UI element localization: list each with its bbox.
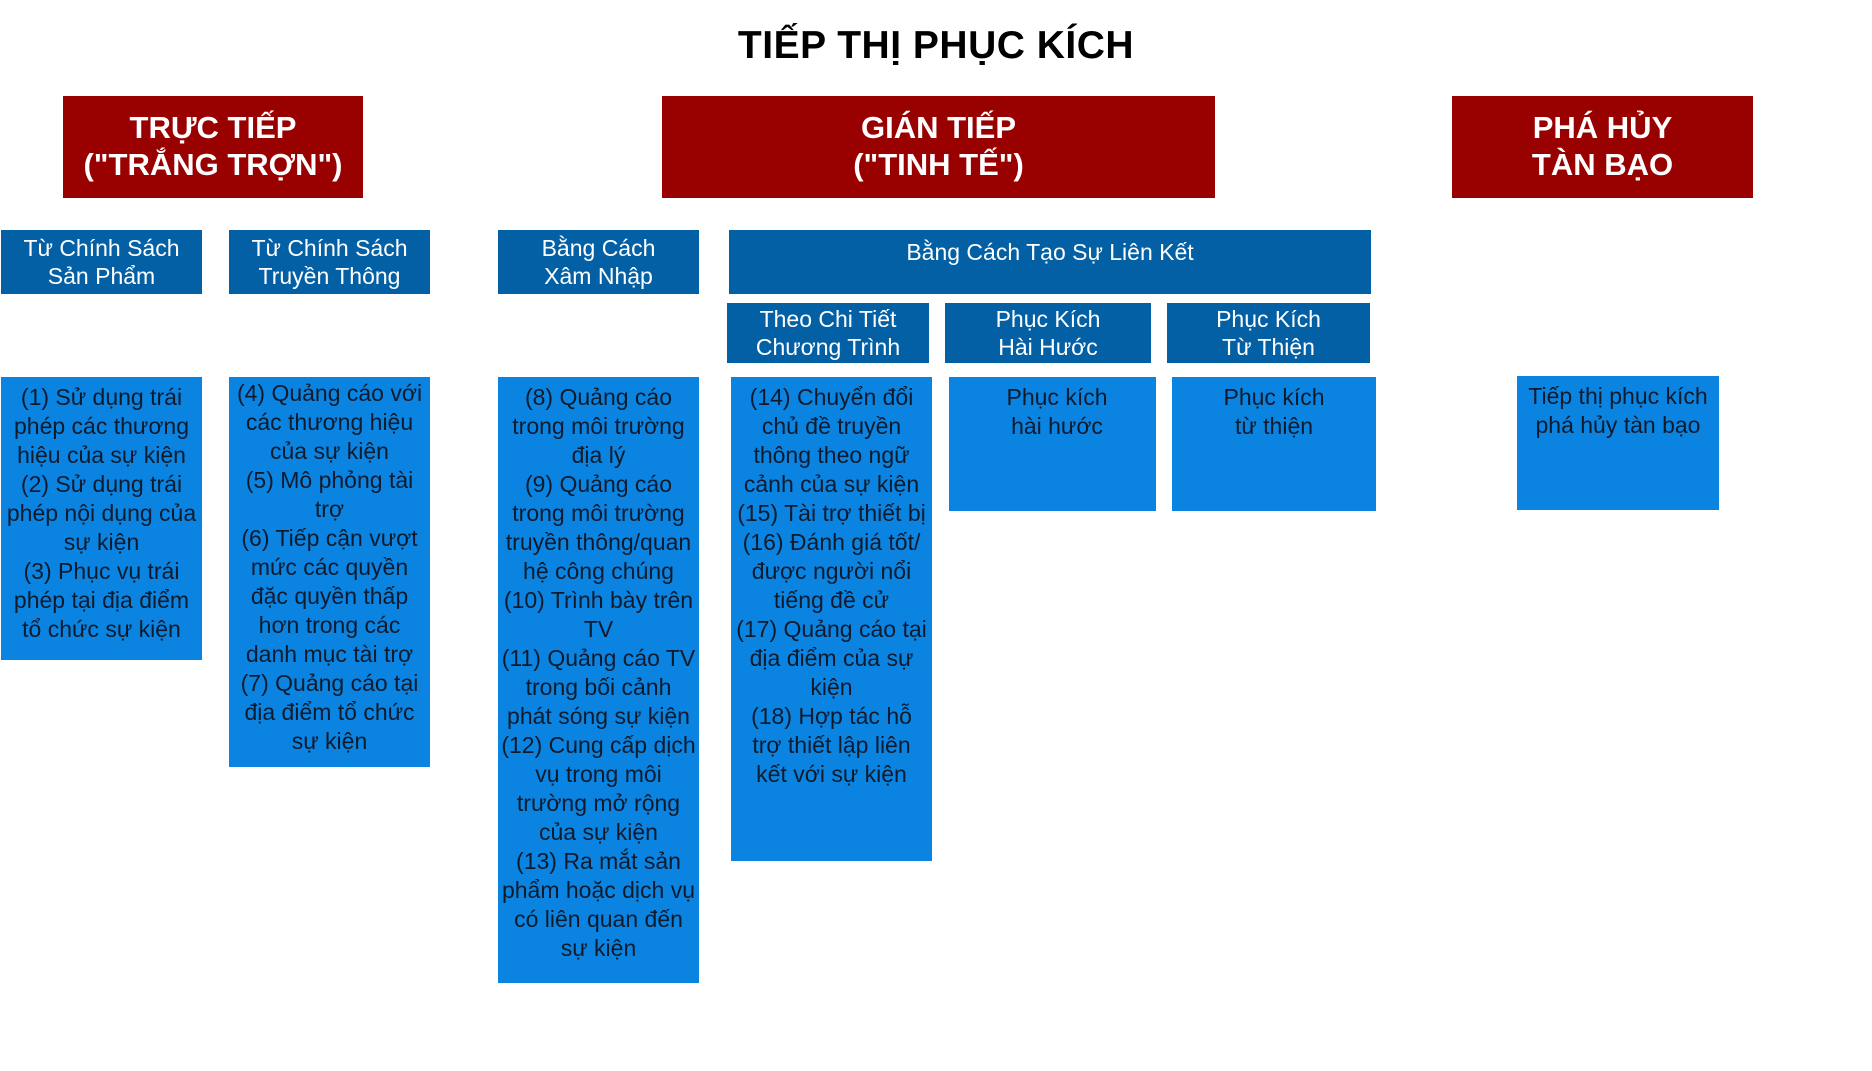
list-item: (14) Chuyển đổi chủ đề truyền thông theo…	[743, 384, 920, 497]
subcategory-association: Bằng Cách Tạo Sự Liên Kết	[729, 230, 1371, 294]
items-humor: Phục kích hài hước	[949, 377, 1156, 511]
subcategory-media-policy: Từ Chính Sách Truyền Thông	[229, 230, 430, 294]
category-direct: TRỰC TIẾP ("TRẮNG TRỢN")	[63, 96, 363, 198]
list-item: (2) Sử dụng trái phép nội dụng của sự ki…	[6, 471, 197, 555]
list-item: phá hủy tàn bạo	[1535, 412, 1701, 438]
list-item: hài hước	[1011, 413, 1103, 439]
list-item: (4) Quảng cáo với các thương hiệu của sự…	[236, 380, 423, 464]
list-item: (11) Quảng cáo TV trong bối cảnh phát só…	[501, 645, 696, 729]
list-item: (10) Trình bày trên TV	[503, 587, 694, 642]
list-item: Phục kích	[1006, 384, 1108, 410]
list-item: từ thiện	[1234, 413, 1314, 439]
items-destructive: Tiếp thị phục kích phá hủy tàn bạo	[1517, 376, 1719, 510]
list-item: (15) Tài trợ thiết bị	[737, 500, 926, 526]
items-intrusion: (8) Quảng cáo trong môi trường địa lý (9…	[498, 377, 699, 983]
list-item: (7) Quảng cáo tại địa điểm tổ chức sự ki…	[240, 670, 419, 754]
list-item: Tiếp thị phục kích	[1528, 383, 1708, 409]
subcategory-intrusion: Bằng Cách Xâm Nhập	[498, 230, 699, 294]
items-media-policy: (4) Quảng cáo với các thương hiệu của sự…	[229, 377, 430, 767]
list-item: (17) Quảng cáo tại địa điểm của sự kiện	[736, 616, 927, 700]
subcategory-charity: Phục Kích Từ Thiện	[1167, 303, 1370, 363]
items-charity: Phục kích từ thiện	[1172, 377, 1376, 511]
list-item: (6) Tiếp cận vượt mức các quyền đặc quyề…	[241, 525, 418, 667]
items-product-policy: (1) Sử dụng trái phép các thương hiệu củ…	[1, 377, 202, 660]
list-item: Phục kích	[1223, 384, 1325, 410]
diagram-title: TIẾP THỊ PHỤC KÍCH	[737, 24, 1135, 67]
list-item: (13) Ra mắt sản phẩm hoặc dịch vụ có liê…	[501, 848, 696, 961]
list-item: (18) Hợp tác hỗ trợ thiết lập liên kết v…	[751, 703, 912, 787]
items-program-detail: (14) Chuyển đổi chủ đề truyền thông theo…	[731, 377, 932, 861]
subcategory-humor: Phục Kích Hài Hước	[945, 303, 1151, 363]
list-item: (12) Cung cấp dịch vụ trong môi trường m…	[501, 732, 696, 845]
list-item: (5) Mô phỏng tài trợ	[245, 467, 414, 522]
list-item: (3) Phục vụ trái phép tại địa điểm tổ ch…	[13, 558, 190, 642]
subcategory-program-detail: Theo Chi Tiết Chương Trình	[727, 303, 929, 363]
list-item: (16) Đánh giá tốt/được người nổi tiếng đ…	[742, 529, 921, 613]
list-item: (8) Quảng cáo trong môi trường địa lý	[512, 384, 685, 468]
list-item: (1) Sử dụng trái phép các thương hiệu củ…	[14, 384, 189, 468]
category-destructive: PHÁ HỦY TÀN BẠO	[1452, 96, 1753, 198]
list-item: (9) Quảng cáo trong môi trường truyền th…	[505, 471, 692, 584]
subcategory-product-policy: Từ Chính Sách Sản Phẩm	[1, 230, 202, 294]
category-indirect: GIÁN TIẾP ("TINH TẾ")	[662, 96, 1215, 198]
